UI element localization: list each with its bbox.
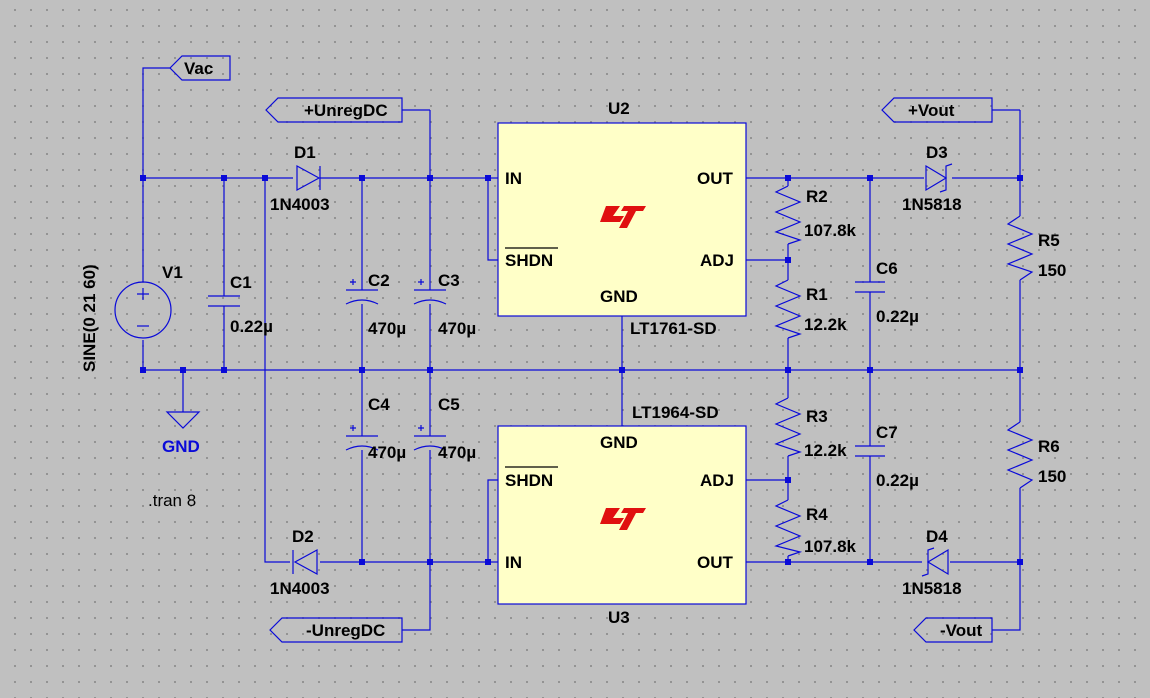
r3-value: 12.2k bbox=[804, 441, 847, 460]
r2-ref: R2 bbox=[806, 187, 828, 206]
net-label-unreg-pos: +UnregDC bbox=[265, 97, 403, 123]
r2-value: 107.8k bbox=[804, 221, 857, 240]
v1-ref: V1 bbox=[162, 263, 183, 282]
r6-value: 150 bbox=[1038, 467, 1066, 486]
ground-label: GND bbox=[162, 437, 200, 456]
c4-value: 470µ bbox=[368, 443, 406, 462]
capacitor-c7: C7 0.22µ bbox=[855, 423, 919, 490]
u2-part: LT1761-SD bbox=[630, 319, 717, 338]
d2-value: 1N4003 bbox=[270, 579, 330, 598]
u2-ref: U2 bbox=[608, 99, 630, 118]
d2-ref: D2 bbox=[292, 527, 314, 546]
regulator-u3: LT1964-SD GND SHDN ADJ IN OUT U3 bbox=[497, 403, 747, 627]
u3-pin-gnd: GND bbox=[600, 433, 638, 452]
net-label-vac-text: Vac bbox=[184, 59, 213, 78]
wires bbox=[142, 67, 1021, 631]
resistor-r6: R6 150 bbox=[1006, 421, 1066, 489]
c7-value: 0.22µ bbox=[876, 471, 919, 490]
lt-logo-icon bbox=[600, 508, 646, 530]
net-label-vout-neg-text: -Vout bbox=[940, 621, 983, 640]
net-label-vout-neg: -Vout bbox=[913, 617, 993, 643]
resistor-r5: R5 150 bbox=[1006, 215, 1066, 281]
c5-value: 470µ bbox=[438, 443, 476, 462]
r4-ref: R4 bbox=[806, 505, 828, 524]
d1-ref: D1 bbox=[294, 143, 316, 162]
r1-ref: R1 bbox=[806, 285, 828, 304]
c2-value: 470µ bbox=[368, 319, 406, 338]
r1-value: 12.2k bbox=[804, 315, 847, 334]
resistor-r1: R1 12.2k bbox=[774, 279, 847, 339]
u2-pin-gnd: GND bbox=[600, 287, 638, 306]
u2-pin-in: IN bbox=[505, 169, 522, 188]
regulator-u2: U2 IN OUT SHDN ADJ GND LT1761-SD bbox=[497, 99, 747, 338]
d3-ref: D3 bbox=[926, 143, 948, 162]
ground-symbol: GND bbox=[162, 411, 201, 456]
u3-ref: U3 bbox=[608, 608, 630, 627]
u3-part: LT1964-SD bbox=[632, 403, 719, 422]
v1-value: SINE(0 21 60) bbox=[80, 264, 99, 372]
capacitor-c2: C2 470µ bbox=[345, 271, 406, 338]
u3-pin-adj: ADJ bbox=[700, 471, 734, 490]
junction-dots bbox=[140, 175, 1023, 565]
net-label-unreg-neg: -UnregDC bbox=[269, 617, 403, 643]
c6-value: 0.22µ bbox=[876, 307, 919, 326]
voltage-source-v1: V1 SINE(0 21 60) bbox=[80, 263, 183, 372]
net-label-unreg-pos-text: +UnregDC bbox=[304, 101, 388, 120]
c4-ref: C4 bbox=[368, 395, 390, 414]
r4-value: 107.8k bbox=[804, 537, 857, 556]
resistor-r3: R3 12.2k bbox=[774, 397, 847, 460]
c1-value: 0.22µ bbox=[230, 317, 273, 336]
d1-value: 1N4003 bbox=[270, 195, 330, 214]
u2-pin-shdn: SHDN bbox=[505, 251, 553, 270]
diode-d1: D1 1N4003 bbox=[270, 143, 330, 214]
net-label-unreg-neg-text: -UnregDC bbox=[306, 621, 385, 640]
c6-ref: C6 bbox=[876, 259, 898, 278]
r3-ref: R3 bbox=[806, 407, 828, 426]
c1-ref: C1 bbox=[230, 273, 252, 292]
c2-ref: C2 bbox=[368, 271, 390, 290]
u3-pin-out: OUT bbox=[697, 553, 734, 572]
c3-ref: C3 bbox=[438, 271, 460, 290]
r5-value: 150 bbox=[1038, 261, 1066, 280]
capacitor-c1: C1 0.22µ bbox=[208, 273, 273, 336]
spice-directive: .tran 8 bbox=[148, 491, 196, 510]
c3-value: 470µ bbox=[438, 319, 476, 338]
net-label-vac: Vac bbox=[169, 55, 231, 81]
net-label-vout-pos-text: +Vout bbox=[908, 101, 955, 120]
r6-ref: R6 bbox=[1038, 437, 1060, 456]
diode-d2: D2 1N4003 bbox=[270, 527, 330, 598]
net-label-vout-pos: +Vout bbox=[881, 97, 993, 123]
capacitor-c6: C6 0.22µ bbox=[855, 259, 919, 326]
d3-value: 1N5818 bbox=[902, 195, 962, 214]
u3-pin-shdn: SHDN bbox=[505, 471, 553, 490]
u3-pin-in: IN bbox=[505, 553, 522, 572]
capacitor-c5: C5 470µ bbox=[413, 395, 476, 462]
lt-logo-icon bbox=[600, 206, 646, 228]
d4-ref: D4 bbox=[926, 527, 948, 546]
resistor-r2: R2 107.8k bbox=[774, 185, 857, 245]
d4-value: 1N5818 bbox=[902, 579, 962, 598]
u2-pin-adj: ADJ bbox=[700, 251, 734, 270]
c5-ref: C5 bbox=[438, 395, 460, 414]
c7-ref: C7 bbox=[876, 423, 898, 442]
capacitor-c3: C3 470µ bbox=[413, 271, 476, 338]
resistor-r4: R4 107.8k bbox=[774, 499, 857, 557]
capacitor-c4: C4 470µ bbox=[345, 395, 406, 462]
u2-pin-out: OUT bbox=[697, 169, 734, 188]
r5-ref: R5 bbox=[1038, 231, 1060, 250]
diode-d4: D4 1N5818 bbox=[902, 527, 962, 598]
diode-d3: D3 1N5818 bbox=[902, 143, 962, 214]
